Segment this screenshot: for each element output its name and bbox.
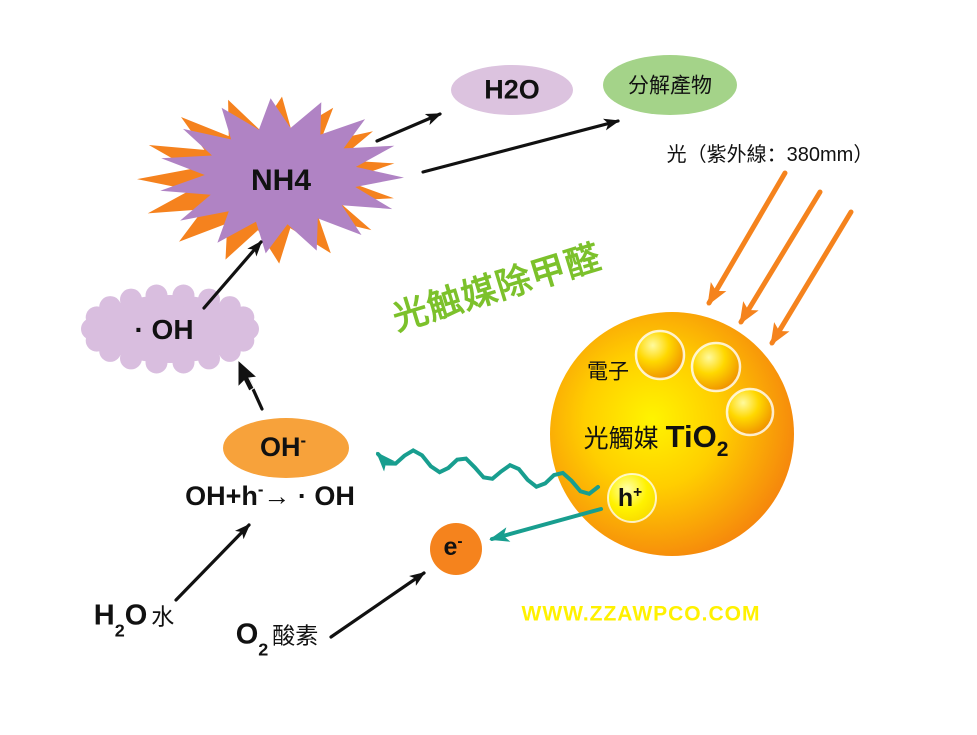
nh4-starburst — [137, 96, 404, 264]
decomposition-ellipse — [603, 55, 737, 115]
o2-source-o: O — [235, 618, 259, 651]
hole-ball — [607, 473, 657, 523]
electron-dot-3 — [725, 387, 775, 437]
h2o-source-suffix: 水 — [151, 603, 175, 630]
h2o-source-o: O — [124, 599, 148, 632]
formula-part1: OH+h — [185, 481, 258, 511]
electron-name-label: 電子 — [587, 360, 629, 384]
nh4-label: NH4 — [250, 164, 312, 197]
oh-radical-cloud — [81, 284, 259, 374]
starburst-front-shape — [160, 98, 404, 254]
electron-dots — [634, 329, 775, 437]
hole-label: h+ — [618, 485, 642, 511]
oh-ion-base: OH — [259, 432, 301, 462]
o2-source-sub: 2 — [258, 639, 269, 660]
uv-ray-3 — [769, 209, 854, 346]
uv-ray-1 — [706, 170, 788, 306]
arrow-nh4-to-decomposition — [421, 118, 620, 174]
formula-sup: - — [257, 480, 264, 499]
hole-base: h — [617, 484, 634, 513]
catalyst-cjk: 光觸媒 — [583, 425, 666, 453]
oh-ion-ellipse — [223, 418, 349, 478]
formula-part2: → · OH — [263, 481, 355, 511]
catalyst-tio: TiO — [665, 419, 717, 454]
arrow-ball-to-electron — [489, 507, 603, 542]
catalyst-sub: 2 — [716, 438, 729, 462]
wavy-arrow-ball-to-ohion — [375, 448, 600, 496]
electron-dot-1 — [634, 329, 686, 381]
h2o-source-sub: 2 — [114, 620, 125, 641]
hole-sup: + — [633, 483, 643, 501]
watermark-label: WWW.ZZAWPCO.COM — [521, 602, 761, 626]
decomposition-label: 分解產物 — [628, 74, 712, 98]
oh-ion-label: OH- — [259, 431, 307, 462]
electron-sup: - — [457, 532, 463, 550]
oh-radical-label: · OH — [134, 314, 194, 345]
electron-base: e — [443, 533, 458, 562]
free-electron-circle — [430, 523, 482, 575]
oh-ion-sup: - — [300, 431, 307, 450]
catalyst-label: 光觸媒 TiO2 — [583, 419, 729, 460]
arrow-nh4-to-h2o — [375, 112, 442, 143]
mouse-cursor-icon — [237, 358, 259, 392]
h2o-product-ellipse — [451, 65, 573, 115]
uv-light-rays — [706, 170, 854, 346]
arrow-ohradical-to-nh4 — [202, 240, 263, 310]
free-electron-label: e- — [443, 534, 462, 560]
reaction-formula: OH+h-→ · OH — [185, 480, 355, 511]
h2o-product-label: H2O — [484, 74, 540, 105]
o2-source-label: O2酸素 — [235, 618, 319, 658]
o2-source-suffix: 酸素 — [272, 622, 319, 649]
h2o-source-h: H — [93, 599, 115, 632]
arrow-h2o-to-formula — [174, 523, 251, 602]
uv-ray-2 — [738, 189, 823, 325]
arrow-o2-to-electron — [329, 571, 426, 639]
electron-dot-2 — [690, 341, 742, 393]
uv-light-label: 光（紫外線：380mm） — [666, 144, 874, 166]
